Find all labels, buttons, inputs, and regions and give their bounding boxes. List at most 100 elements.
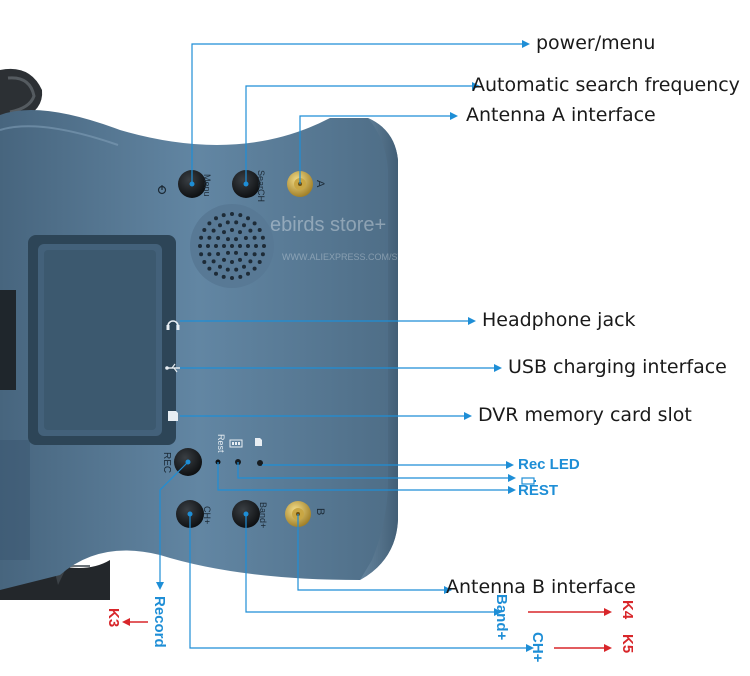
label-k3: K3 [105,608,122,628]
speaker-hole [230,212,234,216]
speaker-grille [190,204,274,288]
antenna-a-mark: A [314,180,326,188]
leader-rest [217,462,510,491]
battery-icon [229,439,243,448]
speaker-hole [222,244,226,248]
speaker-hole [207,266,212,271]
speaker-hole [207,235,212,240]
memory-card-icon [168,411,178,421]
speaker-hole [252,221,257,226]
speaker-hole [225,220,230,225]
menu-button-mark: Menu [202,174,212,197]
speaker-hole [230,228,234,232]
speaker-hole [248,259,253,264]
speaker-hole [214,244,218,248]
screen-recess [0,235,176,445]
speaker-hole [214,216,218,221]
label-power-menu: power/menu [536,32,656,54]
label-rest: REST [518,482,559,499]
speaker-hole [246,271,250,276]
speaker-hole [238,213,243,218]
speaker-hole [230,244,234,248]
label-headphone: Headphone jack [482,309,636,331]
speaker-hole [234,250,238,255]
band-button-mark: Band+ [258,502,268,529]
usb-icon [165,363,180,373]
speaker-hole [238,244,242,248]
label-antenna-b: Antenna B interface [446,576,636,598]
label-band-plus: Band+ [493,594,510,641]
speaker-hole [211,228,216,233]
label-ch-plus: CH+ [529,632,546,663]
label-auto-search: Automatic search frequency [472,74,740,96]
speaker-hole [211,259,216,264]
speaker-hole [218,223,222,228]
speaker-hole [222,257,226,262]
rec-led [257,460,263,466]
leader-band-plus [245,514,496,613]
speaker-hole [260,252,265,257]
speaker-hole [234,220,239,225]
power-icon [157,185,167,195]
label-antenna-a: Antenna A interface [466,104,656,126]
speaker-hole [225,267,230,272]
speaker-hole [206,244,210,248]
speaker-hole [257,228,262,232]
speaker-hole [234,267,239,272]
headphone-icon [166,320,180,330]
speaker-hole [216,252,221,256]
speaker-hole [252,266,257,271]
speaker-hole [252,252,257,257]
speaker-hole [226,250,230,255]
antenna-b-mark: B [314,508,326,516]
speaker-hole [207,221,212,226]
speaker-hole [207,252,212,257]
speaker-hole [238,257,242,262]
speaker-hole [198,244,202,248]
speaker-hole [242,223,246,228]
leader-battery [237,462,510,479]
speaker-hole [262,244,266,248]
speaker-hole [243,252,248,256]
label-record: Record [151,596,168,648]
leader-power-menu [191,43,524,184]
speaker-hole [199,235,204,240]
speaker-hole [216,236,221,240]
watermark-url: WWW.ALIEXPRESS.COM/STORE/1871163 [282,252,460,262]
label-k5: K5 [619,634,636,654]
red-arrows [122,608,612,652]
rest-mark: Rest [216,434,226,453]
speaker-hole [248,228,253,233]
speaker-hole [202,260,207,264]
speaker-hole [202,228,207,232]
speaker-hole [214,271,218,276]
speaker-hole [221,213,226,218]
speaker-hole [238,230,242,235]
label-k4: K4 [619,600,636,620]
rec-mark: REC [161,452,172,474]
leader-lines [159,43,528,649]
speaker-hole [222,230,226,235]
label-usb: USB charging interface [508,356,727,378]
speaker-hole [243,236,248,240]
speaker-hole [257,260,262,264]
speaker-hole [246,244,250,248]
speaker-hole [246,216,250,221]
search-button-mark: SearCH [256,170,266,203]
speaker-hole [238,274,243,279]
leader-ch-plus [189,514,528,649]
ch-button-mark: CH+ [202,506,212,525]
speaker-hole [234,237,238,242]
card-indicator-icon [255,438,262,446]
speaker-hole [242,264,246,269]
speaker-hole [226,237,230,242]
speaker-hole [230,276,234,280]
speaker-hole [218,264,222,269]
watermark-text: ebirds store+ [270,214,387,236]
speaker-hole [254,244,258,248]
leader-auto-search [245,85,474,184]
label-dvr: DVR memory card slot [478,404,692,426]
leader-antenna-a [299,115,452,184]
arrowheads [156,40,534,652]
speaker-hole [252,235,257,240]
